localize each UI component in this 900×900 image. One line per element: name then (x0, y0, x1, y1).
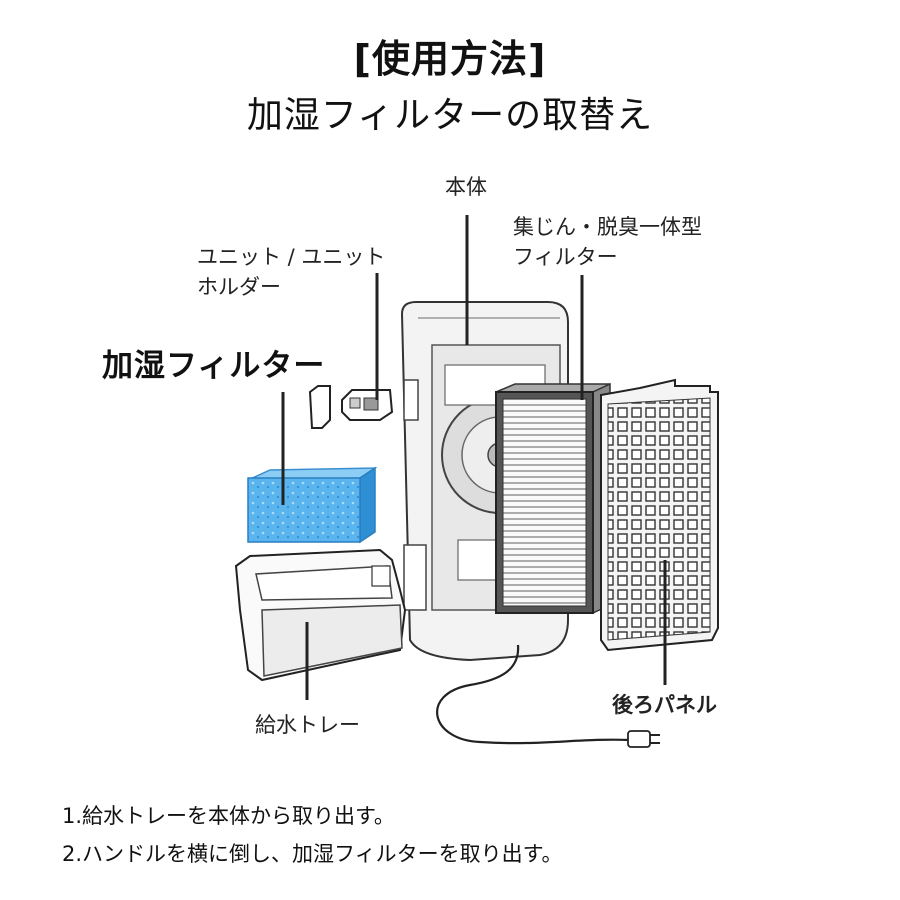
label-unit-holder-line1: ユニット / ユニット (197, 245, 386, 269)
label-dust-filter-line2: フィルター (513, 245, 618, 269)
dust-deodorizing-filter (495, 382, 611, 615)
instruction-step-2: 2.ハンドルを横に倒し、加湿フィルターを取り出す。 (62, 842, 563, 866)
humidifying-filter (247, 466, 378, 544)
page-title: [使用方法] (353, 37, 547, 81)
label-humidifying-filter: 加湿フィルター (102, 348, 326, 384)
label-back-panel: 後ろパネル (612, 693, 717, 717)
instruction-step-1: 1.給水トレーを本体から取り出す。 (62, 804, 395, 828)
label-dust-filter-line1: 集じん・脱臭一体型 (513, 215, 702, 239)
back-panel (600, 378, 719, 652)
power-cord (436, 644, 631, 745)
page-subtitle: 加湿フィルターの取替え (246, 95, 654, 136)
label-unit-holder-line2: ホルダー (197, 275, 281, 299)
water-tray (234, 548, 407, 682)
instructions: 1.給水トレーを本体から取り出す。 2.ハンドルを横に倒し、加湿フィルターを取り… (62, 797, 563, 873)
plug-icon (627, 730, 660, 748)
unit-holder (308, 385, 394, 429)
label-water-tray: 給水トレー (255, 713, 360, 737)
label-main-body: 本体 (445, 175, 487, 199)
